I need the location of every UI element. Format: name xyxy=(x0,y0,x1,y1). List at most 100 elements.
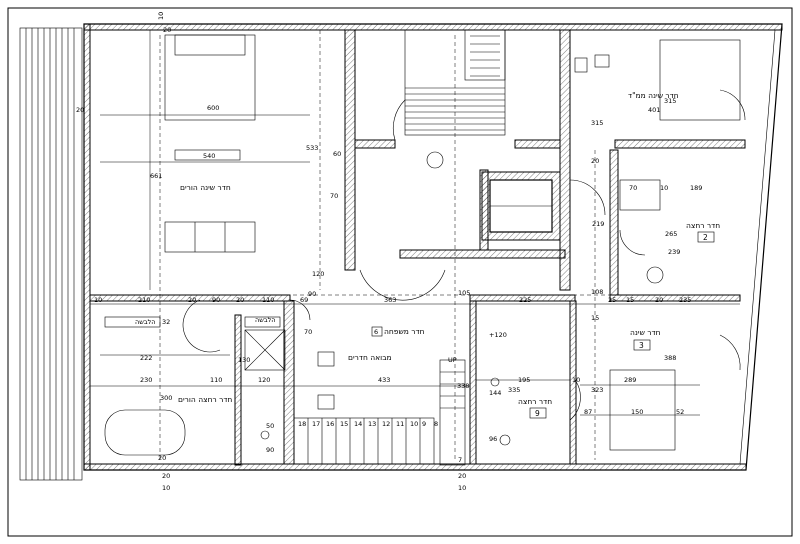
stair-step-number: 11 xyxy=(396,420,404,428)
tv-unit xyxy=(174,149,241,161)
dim-text: 315 xyxy=(591,119,603,127)
stair-step-number: 12 xyxy=(382,420,390,428)
outer-walls xyxy=(83,23,783,471)
dim-text: 87 xyxy=(584,408,592,416)
dim-text: 20 xyxy=(236,296,244,304)
stair-step-number: 9 xyxy=(422,420,426,428)
dim-text: 90 xyxy=(308,290,316,298)
stair-step-number: 10 xyxy=(410,420,418,428)
stair-step-numbers: 18 17 16 15 14 13 12 11 10 9 8 xyxy=(298,420,438,428)
dim-text: 120 xyxy=(312,270,324,278)
room-label-parents-bath: חדר רחצה הורים xyxy=(178,395,232,404)
room-label-master-bedroom: חדר שינה הורים xyxy=(180,183,231,192)
furniture xyxy=(104,34,741,456)
room-label-family-room: חדר משפחה xyxy=(384,327,425,336)
dim-text: 96 xyxy=(489,435,497,443)
room-label-bedroom-2-number: 2 xyxy=(703,233,708,242)
dim-text: 20 xyxy=(188,296,196,304)
dim-text: 69 xyxy=(300,296,308,304)
dim-text: 10 xyxy=(162,484,170,492)
bathtub xyxy=(104,409,186,456)
toilet xyxy=(260,430,270,440)
stair-step-number: 17 xyxy=(312,420,320,428)
dim-text: 401 xyxy=(648,106,660,114)
stair-step-number: 8 xyxy=(434,420,438,428)
dim-text: 105 xyxy=(458,289,470,297)
dim-text: 150 xyxy=(631,408,643,416)
dim-text: 239 xyxy=(668,248,680,256)
dim-text: 70 xyxy=(629,184,637,192)
sheet-frame xyxy=(7,7,793,537)
dim-text: 90 xyxy=(266,446,274,454)
dim-text: 195 xyxy=(518,376,530,384)
dim-text: 388 xyxy=(664,354,676,362)
dim-text: 50 xyxy=(266,422,274,430)
dimension-texts: 10 20 20 600 540 661 533 60 70 90 315 40… xyxy=(76,12,702,492)
dim-text: 289 xyxy=(624,376,636,384)
room-label-kids-bath: חדר רחצה xyxy=(518,397,552,406)
room-label-kids-bath-number: 9 xyxy=(535,409,540,418)
dim-text: 20 xyxy=(162,472,170,480)
dim-text: 60 xyxy=(333,150,341,158)
dim-text: 110 xyxy=(262,296,274,304)
dim-text: 335 xyxy=(508,386,520,394)
shower xyxy=(619,179,661,211)
dim-text: 20 xyxy=(458,472,466,480)
dim-text: 20 xyxy=(591,157,599,165)
dim-text: 210 xyxy=(138,296,150,304)
dim-text: 189 xyxy=(690,184,702,192)
room-label-bedroom-3-number: 3 xyxy=(639,341,644,350)
dim-text: 222 xyxy=(140,354,152,362)
dim-text: 230 xyxy=(140,376,152,384)
dim-text: 10 xyxy=(157,12,165,20)
room-label-hall: מבואה חדרים xyxy=(348,353,392,362)
dim-text: 10 xyxy=(572,376,580,384)
stair-step-number: 13 xyxy=(368,420,376,428)
room-labels: חדר שינה הורים חדר שינה ממ"ד חדר רחצה 2 … xyxy=(104,91,720,419)
elevator-shaft xyxy=(481,171,561,241)
room-label-dressing-1: הלבשה xyxy=(135,318,156,326)
sink xyxy=(490,377,500,387)
dim-text: 323 xyxy=(591,386,603,394)
dim-text: 300 xyxy=(160,394,172,402)
dim-text: 363 xyxy=(384,296,396,304)
dim-text: 235 xyxy=(679,296,691,304)
stair-up-label: UP xyxy=(448,356,457,364)
dim-text: 20 xyxy=(163,26,171,34)
stair-step-number: 16 xyxy=(326,420,334,428)
dim-text: 70 xyxy=(330,192,338,200)
dim-text: 600 xyxy=(207,104,219,112)
stair-step-number: 18 xyxy=(298,420,306,428)
dim-text: +120 xyxy=(489,331,507,339)
dim-text: 10 xyxy=(660,184,668,192)
sofa xyxy=(164,221,256,253)
dim-text: 219 xyxy=(592,220,604,228)
room-label-bedroom-3: חדר שינה xyxy=(630,328,661,337)
sink xyxy=(426,151,444,169)
dim-text: 15 xyxy=(591,314,599,322)
desk-chair xyxy=(594,54,610,68)
room-label-bedroom-1-line1: חדר שינה ממ"ד xyxy=(628,91,679,100)
dim-text: 338 xyxy=(457,382,469,390)
dim-text: 7 xyxy=(458,456,462,464)
dim-text: 315 xyxy=(664,97,676,105)
stair-lower xyxy=(293,359,466,466)
dim-text: 540 xyxy=(203,152,215,160)
dim-text: 32 xyxy=(162,318,170,326)
room-label-bedroom-1: חדר שינה ממ"ד xyxy=(628,91,679,100)
dim-text: 108 xyxy=(591,288,603,296)
dim-text: 265 xyxy=(665,230,677,238)
dim-text: 20 xyxy=(655,296,663,304)
dim-text: 533 xyxy=(306,144,318,152)
dim-text: 225 xyxy=(519,296,531,304)
dim-text: 70 xyxy=(304,328,312,336)
dimension-lines xyxy=(90,30,740,416)
dim-text: 130 xyxy=(238,356,250,364)
bed-3 xyxy=(609,369,676,451)
dim-text: 10 xyxy=(94,296,102,304)
dashed-lines xyxy=(90,30,740,460)
armchair xyxy=(317,394,335,410)
bed-1 xyxy=(659,39,741,121)
dim-text: 10 xyxy=(458,484,466,492)
